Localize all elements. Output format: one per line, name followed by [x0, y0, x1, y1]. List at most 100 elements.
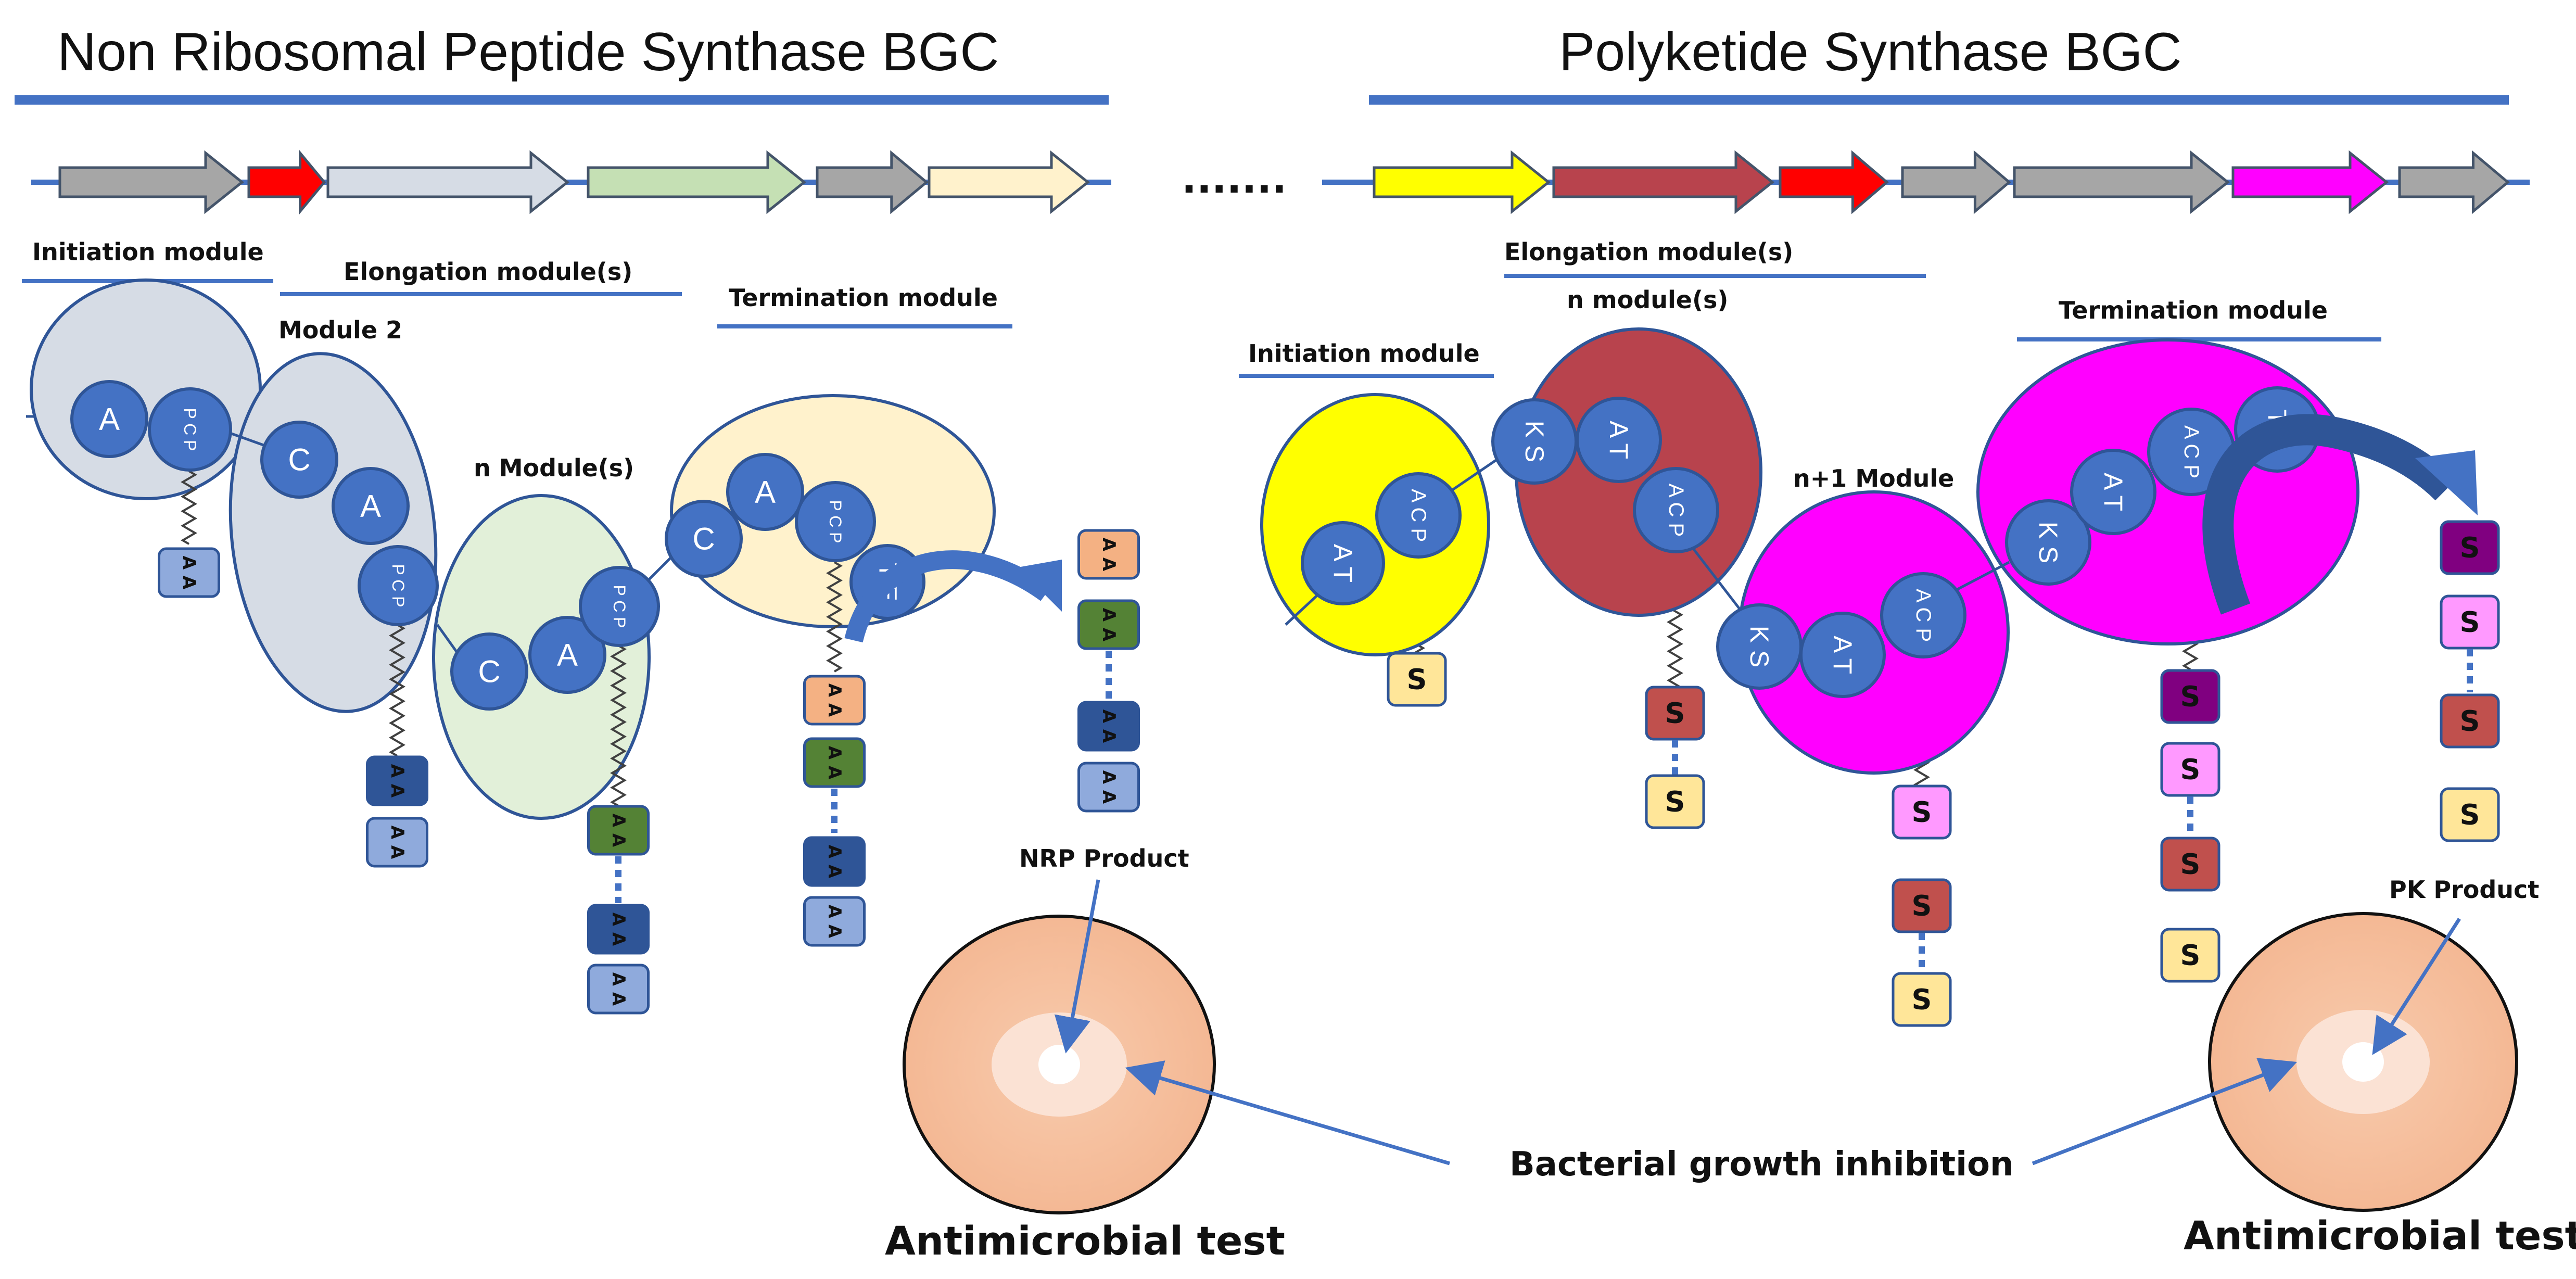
- adenylation-domain: [726, 453, 804, 531]
- amino-acid-unit: A A: [803, 896, 866, 947]
- pk-product-arrow: [2372, 918, 2461, 1055]
- phosphopantetheine-tether: [610, 644, 627, 807]
- pks-gene-cluster: [1322, 150, 2530, 214]
- nrps-elongation-label: Elongation module(s): [344, 258, 632, 286]
- unit-box: [803, 675, 866, 726]
- pcp-domain: [579, 566, 660, 647]
- pks-antimicrobial-plate: [2208, 912, 2518, 1212]
- unit-label: S: [2180, 848, 2201, 881]
- pks-release-arrowhead: [2415, 450, 2478, 515]
- domain-label: A C P: [1912, 589, 1935, 642]
- extender-unit: S: [1892, 878, 1952, 933]
- unit-box: [1077, 701, 1140, 752]
- nrps-initiation-module: [30, 278, 262, 500]
- unit-label: A A: [1098, 710, 1119, 743]
- extender-unit: S: [2440, 594, 2500, 650]
- unit-box: [2440, 594, 2500, 650]
- amino-acid-unit: A A: [1077, 599, 1140, 650]
- nrps-initiation-label: Initiation module: [32, 238, 264, 266]
- ketosynthase-domain: [2005, 499, 2091, 586]
- unit-box: [2440, 520, 2500, 575]
- nrps-module-1: [26, 278, 262, 500]
- nrps-inhibition-arrow: [1125, 1060, 1450, 1166]
- domain-label: P C P: [389, 564, 408, 607]
- pks-gene-arrow: [1552, 150, 1775, 214]
- unit-label: A A: [824, 746, 845, 780]
- domain-label: A T: [1828, 636, 1857, 674]
- domain-label: P C P: [610, 585, 629, 628]
- unit-label: A A: [608, 814, 629, 847]
- nrps-release-arrowhead: [1018, 560, 1062, 612]
- nrps-gene-arrow: [816, 150, 929, 214]
- phosphopantetheine-tether: [826, 561, 843, 673]
- extender-unit: S: [2440, 787, 2500, 842]
- nrps-gene-arrow: [587, 150, 807, 214]
- amino-acid-unit: A A: [803, 675, 866, 726]
- unit-label: S: [1407, 663, 1427, 696]
- domain-label: A C P: [1407, 489, 1430, 542]
- pks-gene-arrow: [1779, 150, 1889, 214]
- nrps-n-modules-label: n Module(s): [474, 454, 634, 482]
- unit-label: S: [1665, 786, 1685, 818]
- unit-label: A A: [608, 913, 629, 946]
- nrps-module2-label: Module 2: [278, 316, 402, 344]
- condensation-domain: [450, 632, 528, 711]
- unit-box: [1645, 686, 1705, 741]
- unit-label: A A: [608, 972, 629, 1006]
- domain-label: A: [755, 475, 776, 510]
- unit-label: A A: [387, 764, 408, 798]
- domain-link: [1953, 561, 2010, 592]
- amino-acid-unit: A A: [1077, 529, 1140, 580]
- domain-label: A: [99, 402, 120, 437]
- domain-label: A: [557, 638, 578, 673]
- pks-elongation-label: Elongation module(s): [1504, 238, 1793, 266]
- pks-antimicrobial-test-label: Antimicrobial test: [2184, 1212, 2576, 1259]
- unit-label: S: [1912, 890, 1932, 922]
- pks-n-modules-label: n module(s): [1567, 286, 1728, 314]
- domain-link: [1691, 546, 1745, 615]
- domain-label: A: [360, 489, 381, 524]
- adenylation-domain: [332, 467, 410, 545]
- amino-acid-unit: A A: [803, 836, 866, 887]
- unit-box: [1892, 878, 1952, 933]
- extender-unit: S: [1645, 774, 1705, 829]
- nrps-termination-label: Termination module: [729, 284, 998, 312]
- unit-label: A A: [824, 845, 845, 879]
- nrps-gene-cluster: [31, 149, 1111, 215]
- pks-termination-module: [1976, 338, 2359, 645]
- acp-domain: [1880, 572, 1966, 659]
- domain-label: P C P: [181, 408, 199, 451]
- pk-product-label: PK Product: [2389, 876, 2539, 904]
- unit-box: [1077, 599, 1140, 650]
- unit-box: [1645, 774, 1705, 829]
- acyltransferase-domain: [2070, 449, 2156, 535]
- nrps-title: Non Ribosomal Peptide Synthase BGC: [57, 22, 999, 82]
- extender-unit: S: [2160, 928, 2220, 983]
- unit-box: [587, 964, 650, 1015]
- amino-acid-unit: A A: [587, 904, 650, 955]
- domain-label: A C P: [1665, 484, 1687, 537]
- unit-label: S: [2460, 606, 2480, 639]
- domain-label: C: [478, 654, 500, 689]
- pks-inhibition-arrow: [2032, 1058, 2298, 1166]
- amino-acid-unit: A A: [1077, 701, 1140, 752]
- pks-release-arrow: [2202, 414, 2458, 615]
- domain-label: P C P: [826, 500, 845, 543]
- pointer-arrows: [1054, 879, 2461, 1166]
- domain-label: A T: [1328, 544, 1357, 582]
- unit-label: A A: [179, 556, 199, 590]
- unit-label: S: [1912, 796, 1932, 829]
- extender-unit: S: [2160, 837, 2220, 892]
- acyltransferase-domain: [1576, 397, 1662, 483]
- unit-label: S: [2460, 705, 2480, 738]
- amino-acid-unit: A A: [587, 964, 650, 1015]
- acyltransferase-domain: [1799, 612, 1886, 698]
- acyltransferase-domain: [1301, 521, 1385, 605]
- pcp-domain: [795, 481, 876, 562]
- unit-box: [2160, 928, 2220, 983]
- amino-acid-unit: A A: [1077, 762, 1140, 813]
- unit-label: S: [1912, 983, 1932, 1016]
- adenylation-domain: [528, 616, 606, 694]
- pks-gene-arrow: [1373, 150, 1551, 214]
